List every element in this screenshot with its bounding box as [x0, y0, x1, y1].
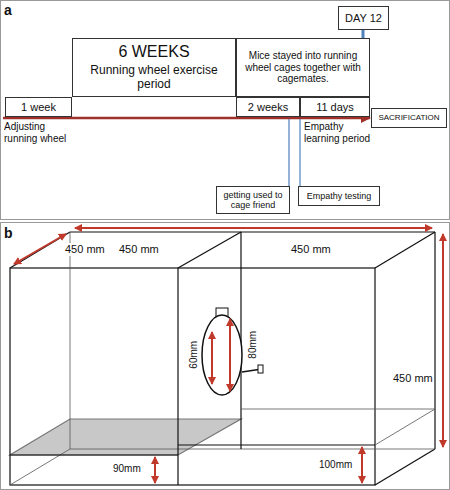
box-text: 1 week: [21, 101, 56, 114]
box-text: 6 WEEKS: [118, 43, 189, 61]
dimension-label: 450 mm: [64, 243, 106, 256]
dimension-label: 80mm: [247, 330, 259, 360]
box-text: Mice stayed into running wheel cages tog…: [240, 50, 366, 85]
box-text: getting used to cage friend: [220, 190, 286, 211]
panel-letter: b: [4, 225, 13, 241]
box-text: 11 days: [316, 101, 354, 114]
stage-box: 11 days: [300, 97, 370, 117]
stage-box: 6 WEEKS Running wheel exercise period: [72, 38, 236, 97]
dimension-label: 450 mm: [392, 372, 434, 385]
phase-note: Empathy learning period: [304, 121, 372, 144]
box-text: DAY 12: [345, 12, 382, 25]
box-text: Running wheel exercise period: [76, 64, 232, 92]
panel-frame: [1, 223, 450, 490]
dimension-arrows: [14, 228, 443, 483]
stage-box: DAY 12: [338, 6, 389, 30]
stage-box: Empathy testing: [298, 186, 380, 206]
box-text: Empathy testing: [307, 191, 372, 201]
stage-box: 1 week: [5, 97, 72, 117]
leader-line: [299, 119, 300, 186]
dimension-label: 450 mm: [118, 243, 160, 256]
cage-wireframe: [10, 232, 435, 485]
stage-box: SACRIFICATION: [371, 108, 447, 128]
leader-line: [288, 119, 289, 186]
dimension-label: 60mm: [188, 340, 200, 370]
stage-box: Mice stayed into running wheel cages tog…: [236, 38, 370, 97]
dimension-label: 450 mm: [290, 243, 332, 256]
box-text: SACRIFICATION: [378, 113, 439, 122]
stage-box: getting used to cage friend: [216, 186, 290, 214]
dimension-label: 90mm: [112, 463, 142, 475]
stage-box: 2 weeks: [236, 97, 300, 117]
box-text: 2 weeks: [248, 101, 288, 114]
timeline-arrow: [3, 117, 370, 120]
panel-frame: [1, 1, 450, 220]
panel-letter: a: [4, 2, 12, 18]
phase-note: Adjusting running wheel: [4, 121, 76, 144]
dimension-label: 100mm: [318, 459, 353, 471]
running-wheel: [202, 308, 263, 395]
